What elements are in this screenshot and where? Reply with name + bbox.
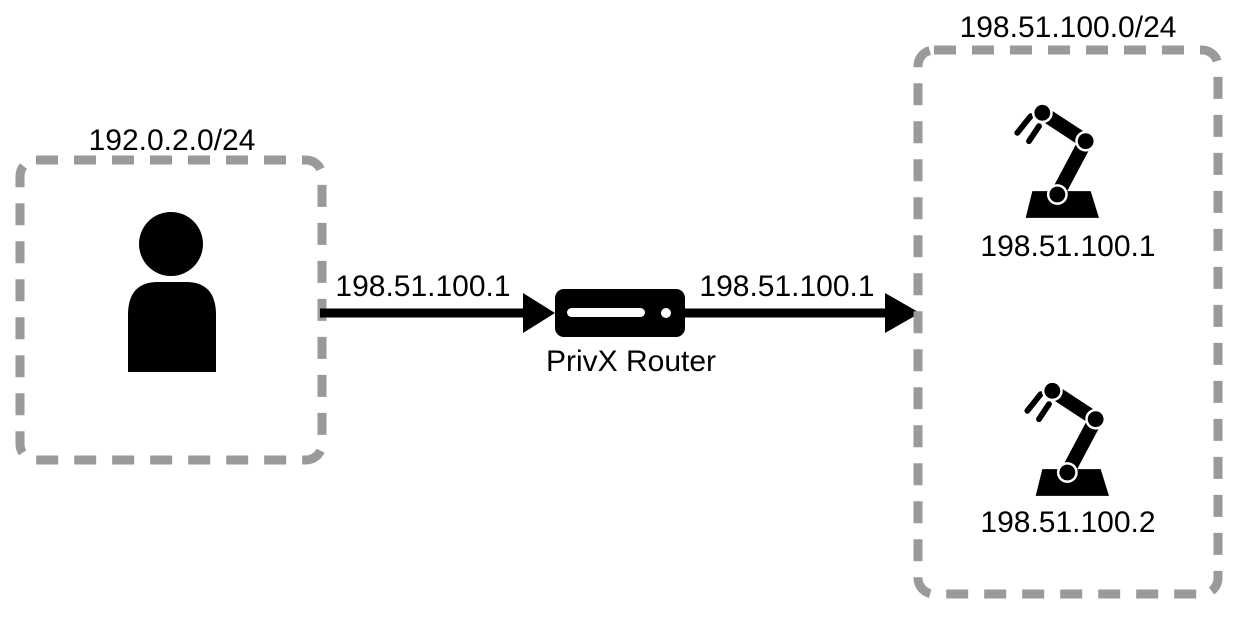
arrowhead-icon xyxy=(523,293,555,333)
client-to-router-link: 198.51.100.1 xyxy=(320,270,555,333)
device-ip-label: 198.51.100.1 xyxy=(980,230,1155,263)
robot-arm-icon xyxy=(1027,382,1109,496)
target-network-label: 198.51.100.0/24 xyxy=(960,11,1177,44)
user-icon xyxy=(128,212,216,372)
robot-arm-icon xyxy=(1017,104,1099,218)
router-icon xyxy=(555,289,685,337)
router-to-targets-link: 198.51.100.1 xyxy=(685,270,920,333)
router-label: PrivX Router xyxy=(546,345,716,378)
device-1: 198.51.100.1 xyxy=(980,104,1156,263)
client-network-label: 192.0.2.0/24 xyxy=(89,124,256,157)
client-to-router-ip-label: 198.51.100.1 xyxy=(335,270,510,303)
device-2: 198.51.100.2 xyxy=(980,382,1156,539)
target-zone-border xyxy=(913,45,1223,599)
target-network-zone: 198.51.100.0/24 198.51.100.1 198.51.100.… xyxy=(913,11,1223,599)
client-network-zone: 192.0.2.0/24 xyxy=(15,124,327,465)
arrowhead-icon xyxy=(885,293,920,333)
router-to-targets-ip-label: 198.51.100.1 xyxy=(699,270,874,303)
device-ip-label: 198.51.100.2 xyxy=(980,506,1155,539)
privx-router: PrivX Router xyxy=(546,289,716,378)
